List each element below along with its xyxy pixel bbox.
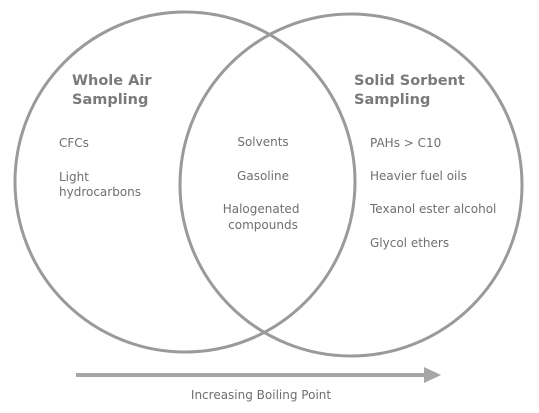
right-item-glycol-ethers: Glycol ethers	[370, 236, 449, 250]
overlap-item-gasoline: Gasoline	[237, 169, 289, 183]
right-set-title-line-1: Solid Sorbent	[354, 73, 465, 89]
left-circle-whole-air	[13, 10, 357, 354]
right-item-texanol-ester-alcohol: Texanol ester alcohol	[369, 202, 496, 216]
right-set-title-line-2: Sampling	[354, 92, 430, 108]
right-item-pahs: PAHs > C10	[370, 136, 441, 150]
arrow-right-icon	[424, 367, 441, 383]
overlap-item-halogenated-compounds: Halogenated compounds	[223, 202, 304, 232]
left-item-light-hydrocarbons: Light hydrocarbons	[59, 170, 141, 199]
left-item-cfcs: CFCs	[59, 136, 89, 150]
left-set-title: Whole Air Sampling	[72, 73, 157, 108]
right-set-title: Solid Sorbent Sampling	[354, 73, 470, 108]
left-set-title-line-2: Sampling	[72, 92, 148, 108]
right-circle-solid-sorbent	[178, 12, 524, 358]
overlap-item-solvents: Solvents	[237, 135, 288, 149]
right-item-heavier-fuel-oils: Heavier fuel oils	[370, 169, 467, 183]
left-set-title-line-1: Whole Air	[72, 73, 152, 89]
axis-label-boiling-point: Increasing Boiling Point	[191, 388, 331, 402]
